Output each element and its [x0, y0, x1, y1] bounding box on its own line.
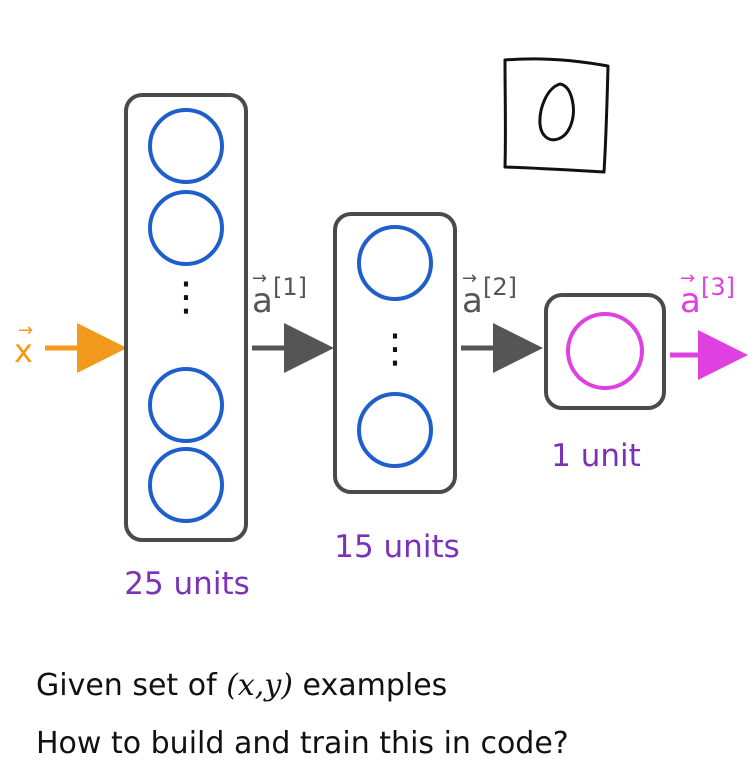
caption-math-xy: (x,y)	[226, 668, 293, 703]
output-neuron	[566, 312, 644, 390]
layer-2-box	[333, 212, 457, 494]
input-x-symbol: x	[14, 332, 33, 370]
layer-2: ⋮ 15 units	[333, 212, 460, 565]
digit-sketch	[503, 57, 610, 174]
activation-a2: → a [2]	[461, 268, 543, 373]
layer-1: ⋮ 25 units	[124, 93, 250, 602]
a2-symbol: a	[462, 281, 483, 321]
neuron	[357, 392, 433, 468]
neuron	[148, 367, 224, 443]
layer-3-box	[544, 293, 666, 410]
layer-1-box	[124, 93, 248, 542]
activation-a3: → a [3]	[670, 268, 748, 380]
a2-superscript: [2]	[483, 273, 517, 301]
a3-superscript: [3]	[701, 273, 735, 301]
input-x: → x	[14, 320, 127, 373]
caption-line-1-before: Given set of	[36, 668, 227, 703]
caption-line-2: How to build and train this in code?	[36, 726, 569, 761]
input-x-vector-arrow: →	[18, 320, 33, 341]
activation-a1: → a [1]	[252, 268, 334, 373]
layer-2-ellipsis: ⋮	[375, 326, 415, 372]
neuron	[148, 190, 224, 266]
a1-superscript: [1]	[273, 273, 307, 301]
a1-vector-arrow: →	[252, 268, 267, 289]
sketch-digit-zero	[538, 82, 575, 142]
layer-3: 1 unit	[544, 293, 666, 474]
a1-symbol: a	[252, 281, 273, 321]
caption-line-1: Given set of (x,y) examples	[36, 668, 447, 703]
layer-2-units-label: 15 units	[334, 529, 460, 565]
sketch-frame	[503, 57, 610, 174]
neuron	[148, 108, 224, 184]
a3-symbol: a	[680, 281, 701, 321]
layer-1-ellipsis: ⋮	[166, 274, 206, 320]
layer-3-units-label: 1 unit	[551, 438, 641, 474]
neuron	[148, 447, 224, 523]
caption-line-1-after: examples	[293, 668, 448, 703]
a3-vector-arrow: →	[680, 268, 695, 289]
a2-vector-arrow: →	[462, 268, 477, 289]
neuron	[357, 225, 433, 301]
layer-1-units-label: 25 units	[124, 566, 250, 602]
